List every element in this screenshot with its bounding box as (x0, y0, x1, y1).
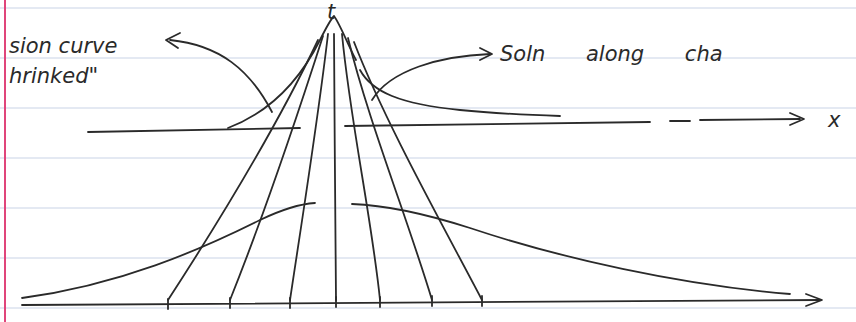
ruled-lines (0, 8, 856, 308)
shrinked-curve (360, 70, 560, 116)
initial-curve (22, 203, 315, 298)
leader-arrow (372, 54, 490, 100)
axis-arrowhead (806, 294, 822, 306)
initial-curve (352, 204, 790, 294)
leader-arrowhead (166, 33, 180, 48)
lower-axis (22, 300, 820, 305)
axis-label: x (828, 110, 840, 131)
tick-marks (168, 296, 482, 309)
annotation: sion curve (9, 36, 117, 57)
shrinked-curve (228, 16, 356, 128)
leader-arrow (170, 40, 272, 112)
margin-line (4, 0, 6, 322)
characteristic-lines (168, 34, 482, 300)
axis-arrowhead (790, 113, 804, 125)
annotation: Soln along cha (500, 44, 723, 65)
axis-label: t (327, 2, 335, 23)
leader-arrowhead (480, 48, 492, 60)
annotation: hrinked" (9, 66, 98, 87)
upper-axis (88, 119, 800, 132)
